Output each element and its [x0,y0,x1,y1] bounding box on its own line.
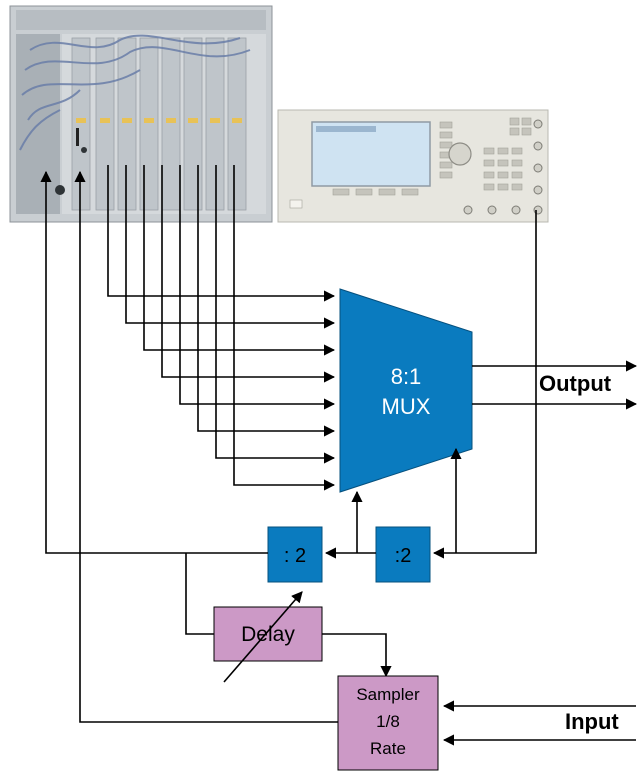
sampler-block: Sampler 1/8 Rate [337,675,439,771]
clock-source-wire [432,210,537,559]
output-wires [472,360,638,410]
channel-wire-2 [125,165,336,329]
divider-left-label: : 2 [284,545,306,567]
divider-block-right: :2 [375,526,431,583]
divider-right-label: :2 [395,545,412,567]
sampler-title: Sampler [356,685,420,704]
mux-shape [339,288,473,493]
sampler-rate-value: 1/8 [376,712,400,731]
channel-wires [107,165,336,491]
clock-wires [40,170,636,746]
channel-wire-7 [215,165,336,464]
instrument-modules [71,37,247,211]
output-label: Output [539,371,612,396]
pattern-generator-instrument [9,5,273,223]
mux-block: 8:1 MUX [339,288,473,493]
delay-to-sampler-wire [322,633,392,678]
channel-wire-6 [197,165,336,437]
delay-block: Delay [213,591,323,683]
delay-label: Delay [241,623,295,646]
channel-wire-4 [161,165,336,383]
variable-delay-arrow-icon [223,591,303,683]
sampler-feedback-wire [74,170,338,723]
channel-wire-1 [107,165,336,302]
channel-wire-5 [179,165,336,410]
channel-wire-3 [143,165,336,356]
input-label: Input [565,709,619,734]
channel-wire-8 [233,165,336,491]
divider-block-left: : 2 [267,526,323,583]
mux-ratio-label: 8:1 [391,364,422,389]
generator-clock-wire [40,170,268,554]
sampler-rate-word: Rate [370,739,406,758]
clock-source-instrument [277,109,549,223]
delay-feed-wire [185,553,214,635]
mux-name-label: MUX [382,394,431,419]
